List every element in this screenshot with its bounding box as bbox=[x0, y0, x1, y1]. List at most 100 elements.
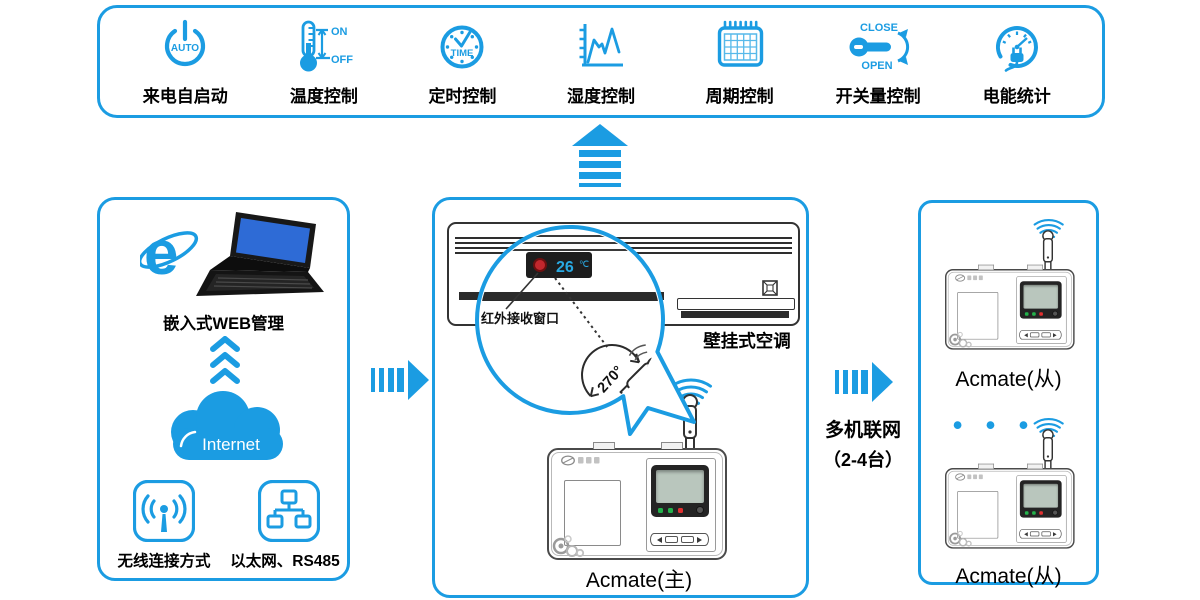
time-text: TIME bbox=[451, 48, 474, 59]
feature-label: 开关量控制 bbox=[835, 87, 921, 106]
ethernet-label: 以太网、RS485 bbox=[230, 553, 340, 570]
feature-label: 定时控制 bbox=[428, 87, 497, 106]
center-to-right-arrow bbox=[835, 362, 893, 402]
ir-receiver-dot bbox=[533, 258, 547, 272]
brand-logo bbox=[955, 473, 983, 481]
link-line2: （2-4台） bbox=[822, 450, 903, 470]
decor-gears bbox=[949, 530, 972, 547]
thermometer-icon: ON OFF bbox=[294, 15, 354, 79]
menu-button bbox=[665, 536, 678, 543]
feature-label: 温度控制 bbox=[289, 87, 358, 106]
feature-humidity: 湿度控制 bbox=[532, 15, 671, 108]
device-screen bbox=[1023, 483, 1059, 508]
web-management-label: 嵌入式WEB管理 bbox=[163, 315, 284, 333]
feature-cycle: 周期控制 bbox=[670, 15, 809, 108]
enter-button bbox=[681, 536, 694, 543]
device-knob bbox=[1052, 509, 1059, 516]
status-leds bbox=[658, 508, 683, 513]
device-display-module bbox=[1016, 475, 1067, 543]
browser-laptop-illustration: e bbox=[140, 212, 324, 296]
left-to-center-arrow bbox=[371, 360, 429, 400]
auto-power-icon: AUTO bbox=[158, 15, 212, 79]
wireless-icon bbox=[133, 480, 195, 542]
ethernet-icon bbox=[258, 480, 320, 542]
feature-timer: TIME 定时控制 bbox=[393, 15, 532, 108]
ie-logo-icon: e bbox=[144, 219, 178, 288]
device-left-panel bbox=[564, 480, 621, 546]
ac-vent-flap bbox=[681, 311, 789, 318]
device-buttons bbox=[1019, 330, 1062, 340]
on-text: ON bbox=[331, 26, 348, 38]
up-arrow bbox=[572, 124, 628, 187]
device-antenna bbox=[1042, 429, 1054, 471]
right-arrow-button bbox=[1053, 332, 1059, 338]
calendar-icon bbox=[713, 15, 767, 79]
device-display-module bbox=[1016, 276, 1067, 344]
feature-label: 来电自启动 bbox=[142, 87, 228, 106]
device-tab bbox=[978, 463, 994, 469]
humidity-chart-icon bbox=[574, 15, 628, 79]
off-text: OFF bbox=[331, 54, 353, 66]
device-screen-bezel bbox=[1019, 281, 1062, 319]
left-arrow-button bbox=[1022, 332, 1028, 338]
brand-logo bbox=[955, 274, 983, 282]
multi-unit-network-label: 多机联网 （2-4台） bbox=[806, 415, 920, 472]
feature-bar: AUTO 来电自启动 ON OFF 温度控制 bbox=[97, 5, 1105, 118]
magnifier-callout: 26 ℃ 红外接收窗口 270° bbox=[475, 225, 696, 436]
link-line1: 多机联网 bbox=[824, 420, 901, 441]
master-device-label: Acmate(主) bbox=[585, 569, 693, 592]
right-arrow-button bbox=[697, 536, 705, 543]
device-tab bbox=[593, 442, 615, 449]
web-management-panel: e 嵌入式WEB管理 Internet bbox=[97, 197, 350, 581]
left-arrow-button bbox=[1022, 531, 1028, 537]
device-buttons bbox=[650, 533, 709, 546]
enter-button bbox=[1041, 332, 1051, 338]
ellipsis-dots: • • • bbox=[952, 410, 1037, 440]
device-display-module bbox=[646, 458, 716, 552]
display-unit: ℃ bbox=[579, 259, 589, 269]
ir-window-label: 红外接收窗口 bbox=[481, 311, 559, 326]
device-tab bbox=[978, 264, 994, 270]
feature-auto-start: AUTO 来电自启动 bbox=[116, 15, 255, 108]
device-screen-bezel bbox=[651, 465, 709, 517]
left-arrow-button bbox=[654, 536, 662, 543]
device-screen-bezel bbox=[1019, 480, 1062, 518]
device-knob bbox=[1052, 310, 1059, 317]
device-knob bbox=[696, 506, 704, 514]
right-arrow-button bbox=[1053, 531, 1059, 537]
acmate-slave-device-2 bbox=[945, 418, 1075, 549]
acmate-master-device bbox=[547, 378, 727, 560]
feature-temperature: ON OFF 温度控制 bbox=[255, 15, 394, 108]
acmate-slave-device-1 bbox=[945, 219, 1075, 350]
status-leds bbox=[1024, 511, 1043, 515]
chevrons-up-icon bbox=[210, 336, 240, 384]
feature-label: 湿度控制 bbox=[567, 87, 636, 106]
status-leds bbox=[1024, 312, 1043, 316]
timer-clock-icon: TIME bbox=[435, 15, 489, 79]
energy-meter-icon bbox=[989, 15, 1045, 79]
decor-gears bbox=[949, 331, 972, 348]
slave-device-2-label: Acmate(从) bbox=[955, 565, 1062, 588]
decor-gears bbox=[552, 535, 585, 558]
brand-logo bbox=[561, 455, 600, 466]
device-screen bbox=[1023, 284, 1059, 309]
menu-button bbox=[1029, 332, 1040, 338]
rotation-arc bbox=[581, 344, 641, 397]
feature-energy: 电能统计 bbox=[947, 15, 1086, 108]
device-tab bbox=[1027, 463, 1043, 469]
open-text: OPEN bbox=[862, 60, 893, 72]
auto-text: AUTO bbox=[171, 43, 199, 54]
device-tab bbox=[1027, 264, 1043, 270]
close-text: CLOSE bbox=[860, 22, 898, 34]
feature-label: 电能统计 bbox=[982, 87, 1051, 106]
ac-label: 壁挂式空调 bbox=[703, 331, 791, 351]
device-left-panel bbox=[957, 292, 999, 340]
main-unit-panel: 壁挂式空调 26 ℃ 红外接收窗口 270° bbox=[432, 197, 809, 598]
slave-device-1-label: Acmate(从) bbox=[955, 368, 1062, 391]
menu-button bbox=[1029, 531, 1040, 537]
device-left-panel bbox=[957, 491, 999, 539]
callout-tail bbox=[621, 349, 696, 436]
internet-cloud: Internet bbox=[171, 391, 283, 460]
device-antenna bbox=[1042, 230, 1054, 272]
